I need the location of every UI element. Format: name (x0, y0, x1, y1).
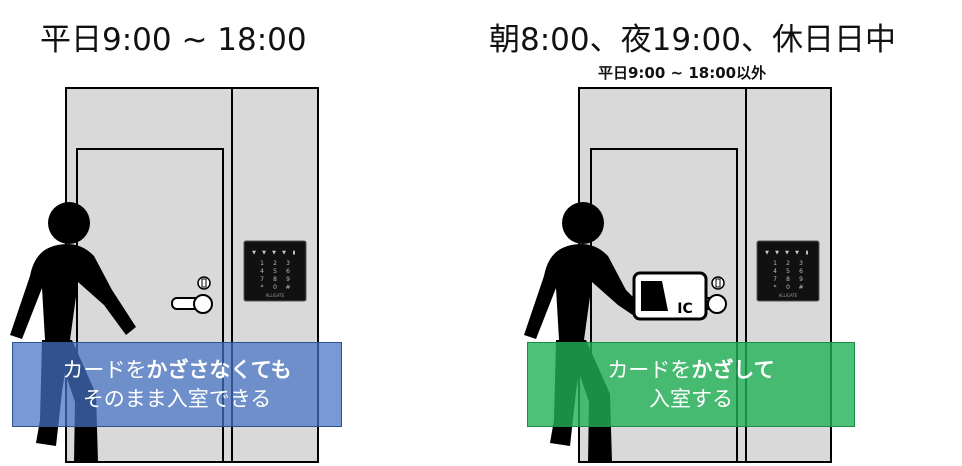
keypad-key: 8 (786, 276, 790, 283)
ic-card-label: IC (677, 301, 692, 317)
keypad-device: ▼ ▼ ▼ ▼ ▮ 1 2 3 4 5 6 7 8 9 * 0 #ALLIGATE (756, 240, 820, 302)
keypad-status-icon: ▼ (785, 250, 789, 256)
weekday-hours-title: 平日9:00 ~ 18:00 (40, 22, 307, 58)
keypad-device: ▼ ▼ ▼ ▼ ▮ 1 2 3 4 5 6 7 8 9 * 0 #ALLIGATE (243, 240, 307, 302)
lock-cylinder (711, 276, 725, 290)
keypad-status-icon: ▼ (262, 250, 266, 256)
keypad-panel (756, 240, 820, 302)
keypad-status-icon: ▼ (272, 250, 276, 256)
keypad-key: 2 (786, 260, 790, 267)
lock-cylinder (197, 276, 211, 290)
keypad-status-icon: ▼ (775, 250, 779, 256)
keypad-key: 2 (273, 260, 277, 267)
caption-line-2: そのまま入室できる (82, 386, 272, 411)
caption-no-card-needed: カードをかざさなくても そのまま入室できる (12, 342, 342, 427)
keypad-key: 1 (260, 260, 264, 267)
keypad-key: 6 (799, 268, 803, 275)
caption-emphasis: かざして (691, 357, 775, 382)
caption-text: カードを (62, 357, 147, 382)
keypad-brand: ALLIGATE (266, 293, 285, 298)
keypad-key: 7 (260, 276, 264, 283)
keypad-status-icon: ▼ (765, 250, 769, 256)
keypad-key: * (774, 284, 777, 291)
caption-emphasis: かざさなくても (146, 357, 292, 382)
keypad-status-icon: ▼ (252, 250, 256, 256)
keypad-key: 3 (286, 260, 290, 267)
caption-line-1: カードをかざして (607, 356, 774, 385)
panel-without-card: 平日9:00 ~ 18:00 ▼ ▼ ▼ ▼ ▮ 1 2 3 4 5 6 7 8 9 * 0 #ALLIGATE… (10, 22, 342, 463)
keypad-key: # (798, 284, 803, 291)
keypad-key: 1 (773, 260, 777, 267)
keypad-status-icon: ▼ (282, 250, 286, 256)
keypad-key: 0 (786, 284, 790, 291)
keypad-key: 4 (260, 268, 264, 275)
keypad-status-icon: ▮ (806, 250, 809, 256)
keypad-key: 0 (273, 284, 277, 291)
keypad-brand: ALLIGATE (779, 293, 798, 298)
keypad-key: 4 (773, 268, 777, 275)
keypad-key: 8 (273, 276, 277, 283)
keypad-key: 3 (799, 260, 803, 267)
keypad-status-icon: ▮ (293, 250, 296, 256)
keypad-panel (243, 240, 307, 302)
keypad-key: 5 (273, 268, 277, 275)
caption-line-2: 入室する (649, 386, 733, 411)
keypad-key: 9 (286, 276, 290, 283)
keypad-key: 7 (773, 276, 777, 283)
keypad-key: # (285, 284, 290, 291)
caption-card-required: カードをかざして 入室する (527, 342, 855, 427)
ic-card: IC (632, 271, 708, 321)
keypad-status-icon: ▼ (795, 250, 799, 256)
keypad-key: 6 (286, 268, 290, 275)
keypad-key: * (261, 284, 264, 291)
keypad-key: 9 (799, 276, 803, 283)
off-hours-title: 朝8:00、夜19:00、休日日中 (489, 22, 896, 58)
off-hours-subtitle: 平日9:00 ~ 18:00以外 (598, 64, 767, 82)
keypad-key: 5 (786, 268, 790, 275)
caption-line-1: カードをかざさなくても (62, 356, 291, 385)
panel-with-card: 朝8:00、夜19:00、休日日中 平日9:00 ~ 18:00以外 ▼ ▼ ▼ ▼ ▮… (481, 0, 962, 466)
caption-text: カードを (607, 357, 692, 382)
door-handle (171, 294, 213, 314)
